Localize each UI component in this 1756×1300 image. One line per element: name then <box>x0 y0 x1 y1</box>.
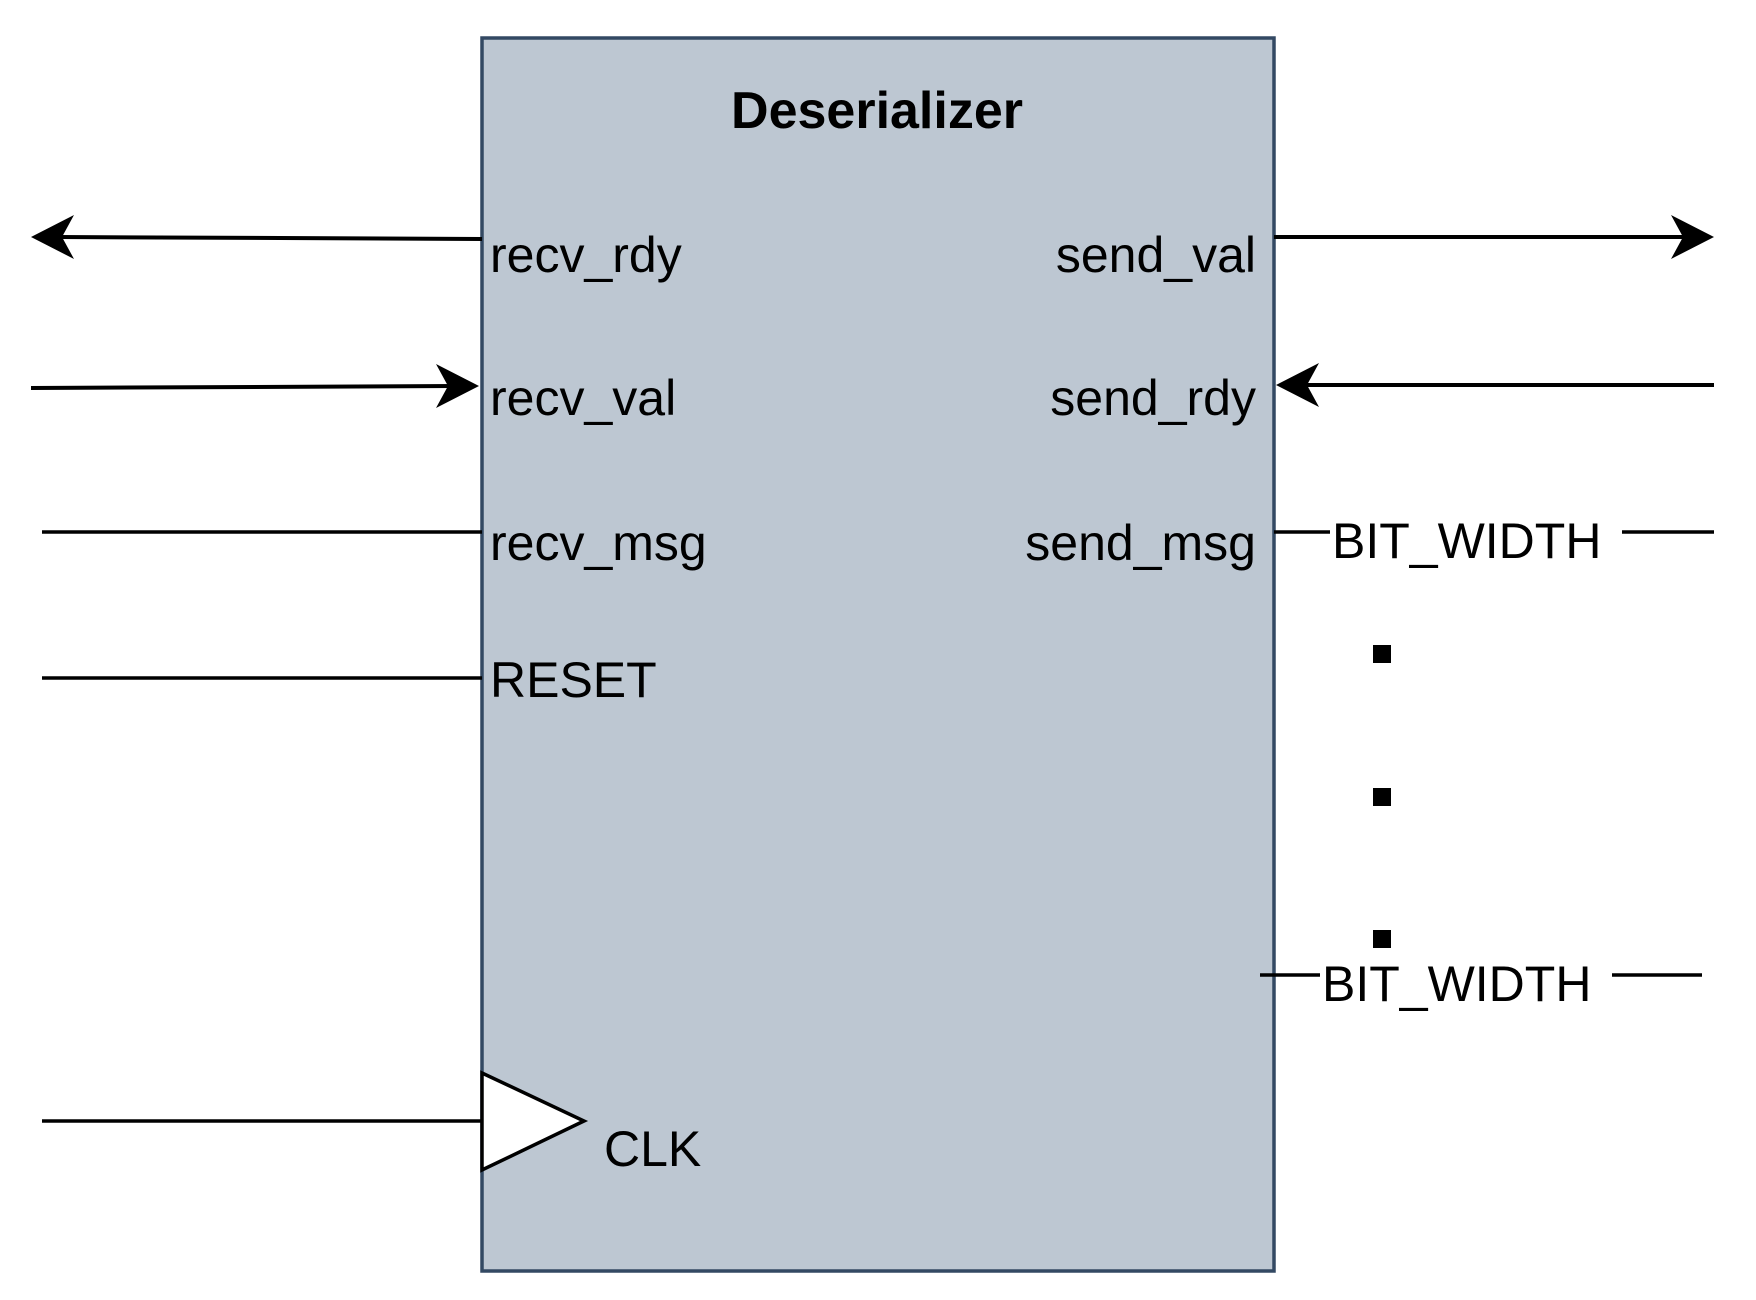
ellipsis-dot <box>1373 930 1391 948</box>
port-label-send-val: send_val <box>1056 227 1256 283</box>
send-val-arrow-right-icon <box>1671 215 1714 259</box>
block-title: Deserializer <box>731 82 1023 140</box>
bus-width-label-bottom: BIT_WIDTH <box>1322 956 1591 1012</box>
port-label-recv-val: recv_val <box>490 370 676 426</box>
clock-triangle-icon <box>480 1070 589 1173</box>
deserializer-block <box>480 36 1276 1273</box>
recv-val-arrow-right-icon <box>436 364 479 408</box>
port-label-send-msg: send_msg <box>1025 515 1256 571</box>
ellipsis-dot <box>1373 645 1391 663</box>
ellipsis-dot <box>1373 788 1391 806</box>
recv-val-wire <box>30 384 456 390</box>
send-rdy-arrow-left-icon <box>1276 363 1319 407</box>
port-label-recv-msg: recv_msg <box>490 515 707 571</box>
bus-width-label-top: BIT_WIDTH <box>1332 513 1601 569</box>
port-label-clk: CLK <box>604 1121 701 1177</box>
recv-rdy-arrow-left-icon <box>31 215 74 259</box>
port-label-recv-rdy: recv_rdy <box>490 227 682 283</box>
port-label-reset: RESET <box>490 652 657 708</box>
recv-rdy-wire <box>57 235 483 241</box>
port-label-send-rdy: send_rdy <box>1050 370 1256 426</box>
